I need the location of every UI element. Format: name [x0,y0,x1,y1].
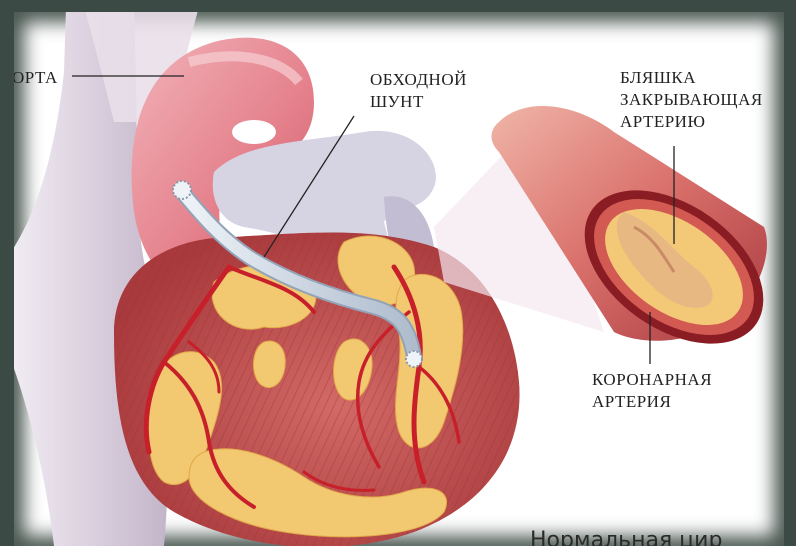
label-aorta: ОРТА [14,68,58,87]
label-bypass-line1: ОБХОДНОЙ [370,70,467,89]
label-plaque-line1: БЛЯШКА [620,68,696,87]
illustration-panel: ОРТА ОБХОДНОЙ ШУНТ БЛЯШКА ЗАКРЫВАЮЩАЯ АР… [14,12,784,546]
caption-text: Нормальная цир [530,528,722,546]
label-coronary-line1: КОРОНАРНАЯ [592,370,712,389]
label-plaque-line2: ЗАКРЫВАЮЩАЯ [620,90,763,109]
label-plaque-line3: АРТЕРИЮ [620,112,705,131]
label-coronary-line2: АРТЕРИЯ [592,392,671,411]
label-bypass-line2: ШУНТ [370,92,424,111]
